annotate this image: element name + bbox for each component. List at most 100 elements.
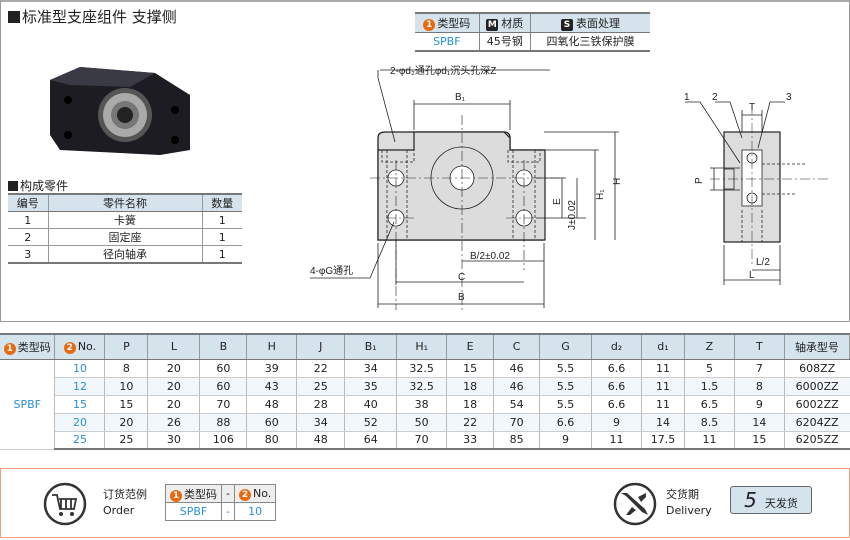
- cell: 1: [202, 245, 242, 264]
- note-through-hole: 4-φG通孔: [310, 265, 353, 277]
- cell: 1: [8, 211, 49, 229]
- value-cell: 32.5: [396, 359, 448, 378]
- value-cell: 32.5: [396, 377, 448, 396]
- header-label: G: [561, 340, 570, 354]
- header-cell: 轴承型号: [784, 333, 850, 360]
- value-cell: 11: [641, 377, 685, 396]
- dim-l2: L/2: [756, 257, 770, 268]
- header-cell: B: [199, 333, 248, 360]
- value-cell: 14: [734, 413, 785, 432]
- header-qty: 数量: [202, 193, 242, 212]
- value-cell: 5.5: [539, 377, 593, 396]
- dim-c: C: [458, 272, 465, 283]
- value-cell: 6204ZZ: [784, 413, 850, 432]
- no-cell: 12: [54, 377, 106, 396]
- value-cell: 52: [344, 413, 398, 432]
- value-cell: 6.6: [591, 359, 642, 378]
- value-cell: 17.5: [641, 431, 685, 450]
- value-cell: 8.5: [684, 413, 735, 432]
- dim-e: E: [552, 198, 563, 205]
- value-cell: 60: [199, 359, 248, 378]
- value-cell: 9: [734, 395, 785, 414]
- header-label: H₁: [415, 340, 429, 354]
- value-cell: 5.5: [539, 395, 593, 414]
- order-no: 10: [233, 502, 277, 521]
- value-cell: 20: [147, 395, 201, 414]
- value-cell: 6000ZZ: [784, 377, 850, 396]
- header-label: Z: [705, 340, 714, 354]
- value-cell: 22: [446, 413, 495, 432]
- header-cell: H₁: [396, 333, 448, 360]
- no-cell: 15: [54, 395, 106, 414]
- header-cell: d₁: [641, 333, 685, 360]
- value-cell: 46: [493, 377, 541, 396]
- dim-h1: H₁: [595, 189, 606, 200]
- header-label: C: [512, 340, 521, 354]
- label: 类型码: [184, 487, 217, 501]
- spec-material: 45号钢: [479, 32, 531, 52]
- header-cell: d₂: [591, 333, 642, 360]
- side-view-drawing: 1 2 3 T P L/2 L: [684, 92, 830, 285]
- value-cell: 608ZZ: [784, 359, 850, 378]
- value-cell: 15: [446, 359, 495, 378]
- note-counterbore: 2-φd₂通孔φd₁沉头孔深Z: [390, 64, 496, 77]
- value-cell: 34: [344, 359, 398, 378]
- header-label: d₂: [610, 340, 623, 354]
- header-cell: T: [734, 333, 785, 360]
- delivery-text: 天发货: [764, 497, 798, 510]
- value-cell: 9: [539, 431, 593, 450]
- parts-title-text: 构成零件: [20, 179, 69, 193]
- header-label: B: [219, 340, 228, 354]
- value-cell: 6.6: [591, 395, 642, 414]
- callout-2: 2: [712, 92, 718, 103]
- value-cell: 6205ZZ: [784, 431, 850, 450]
- value-cell: 18: [446, 377, 495, 396]
- cell: 固定座: [48, 228, 203, 246]
- value-cell: 50: [396, 413, 448, 432]
- value-cell: 5: [684, 359, 735, 378]
- value-cell: 20: [147, 377, 201, 396]
- header-name: 零件名称: [48, 193, 203, 212]
- front-view-drawing: 2-φd₂通孔φd₁沉头孔深Z B₁ 4-φG通孔 B/2±0.02 C B H…: [310, 64, 620, 310]
- cell: 1: [202, 211, 242, 229]
- value-cell: 11: [641, 359, 685, 378]
- value-cell: 20: [104, 413, 149, 432]
- value-cell: 14: [641, 413, 685, 432]
- header-label: No.: [77, 339, 97, 353]
- label: 表面处理: [575, 16, 620, 30]
- value-cell: 7: [734, 359, 785, 378]
- value-cell: 106: [199, 431, 248, 450]
- material-icon: M: [486, 18, 499, 31]
- value-cell: 70: [493, 413, 541, 432]
- header-label: L: [170, 340, 177, 354]
- order-label-cn: 订货范例: [103, 488, 147, 501]
- header-cell: C: [493, 333, 541, 360]
- value-cell: 20: [147, 359, 201, 378]
- header-cell: E: [446, 333, 495, 360]
- value-cell: 11: [684, 431, 735, 450]
- value-cell: 11: [591, 431, 642, 450]
- dim-l: L: [749, 270, 755, 281]
- value-cell: 48: [246, 395, 298, 414]
- value-cell: 6.6: [539, 413, 593, 432]
- number-icon: 1: [3, 342, 16, 355]
- value-cell: 85: [493, 431, 541, 450]
- value-cell: 60: [199, 377, 248, 396]
- number-icon: 2: [63, 341, 76, 354]
- cell: 径向轴承: [48, 245, 203, 264]
- cell: 1: [202, 228, 242, 246]
- value-cell: 70: [199, 395, 248, 414]
